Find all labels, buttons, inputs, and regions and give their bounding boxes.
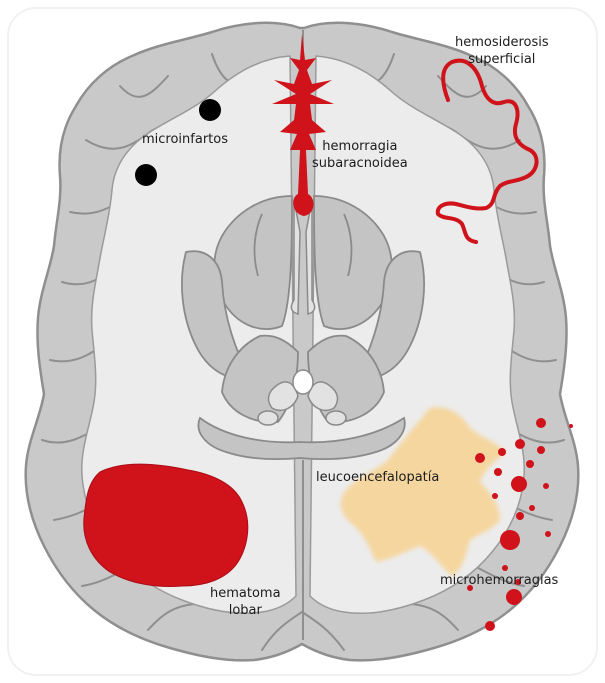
label-hemosiderosis: hemosiderosis superficial <box>455 34 549 68</box>
label-hemorragia-line1: hemorragia <box>312 138 408 155</box>
label-hemorragia-line2: subaracnoidea <box>312 155 408 172</box>
label-hemosiderosis-line2: superficial <box>455 51 549 68</box>
lobar-hematoma <box>84 464 248 586</box>
label-microhemorragias: microhemorragias <box>440 572 558 589</box>
label-microinfartos: microinfartos <box>142 131 228 148</box>
label-hematoma-line1: hematoma <box>210 585 281 602</box>
microinfarct-dot <box>199 99 221 121</box>
label-hematoma-lobar: hematoma lobar <box>210 585 281 619</box>
label-hemorragia-subaracnoidea: hemorragia subaracnoidea <box>312 138 408 172</box>
microinfarct-dot <box>135 164 157 186</box>
label-hematoma-line2: lobar <box>210 602 281 619</box>
label-hemosiderosis-line1: hemosiderosis <box>455 34 549 51</box>
label-leucoencefalopatia: leucoencefalopatía <box>316 469 439 486</box>
